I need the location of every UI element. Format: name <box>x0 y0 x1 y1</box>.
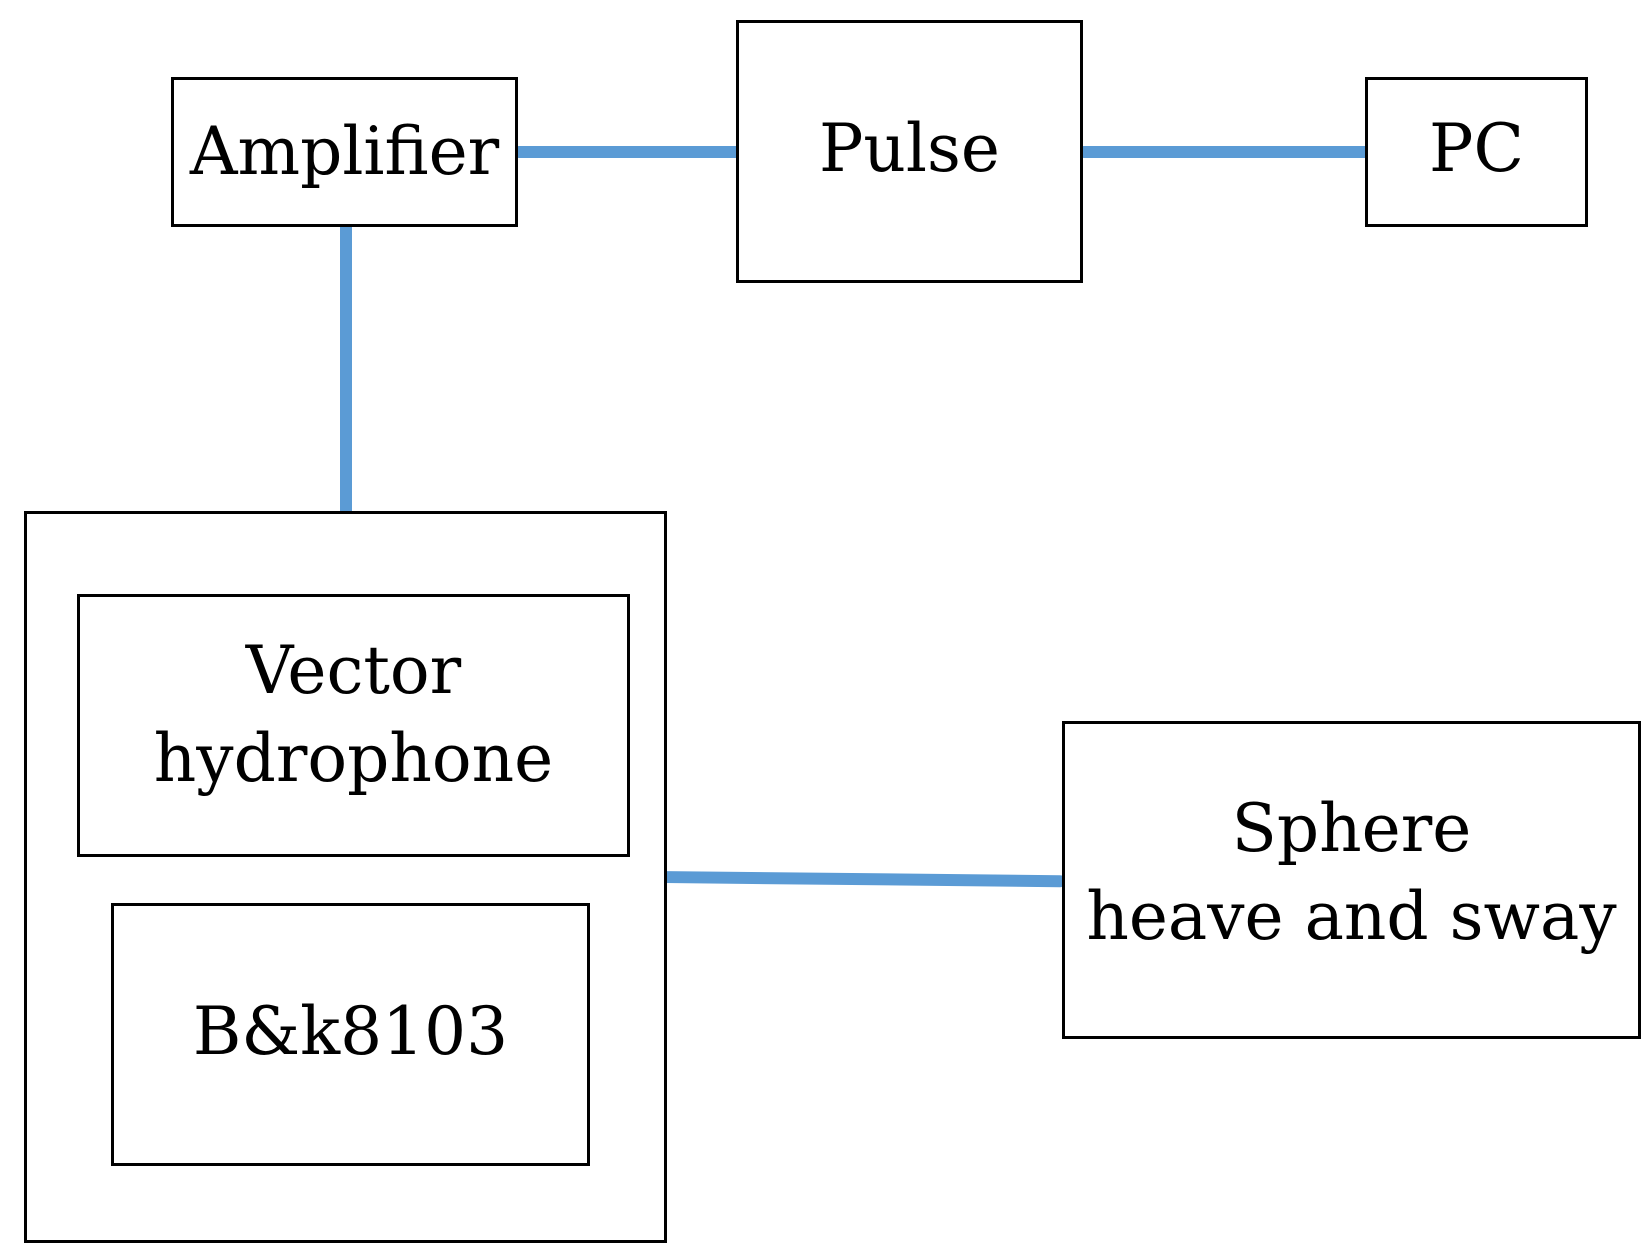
pulse-block: Pulse <box>736 20 1083 283</box>
sphere-block: Sphere heave and sway <box>1062 721 1641 1039</box>
bk8103-label: B&k8103 <box>192 993 509 1070</box>
pc-label: PC <box>1429 110 1524 187</box>
sphere-label-line1: Sphere <box>1231 790 1472 867</box>
pulse-label: Pulse <box>819 110 1000 187</box>
amplifier-label: Amplifier <box>189 113 500 190</box>
connector-amplifier-housing <box>340 220 352 517</box>
amplifier-block: Amplifier <box>171 77 518 227</box>
connector-amplifier-pulse <box>513 146 743 158</box>
connector-pulse-pc <box>1078 146 1371 158</box>
vector-hydrophone-block: Vector hydrophone <box>77 594 630 857</box>
vector-hydrophone-label-line2: hydrophone <box>153 720 554 797</box>
connector-housing-sphere <box>659 871 1067 888</box>
pc-block: PC <box>1365 77 1588 227</box>
vector-hydrophone-label-line1: Vector <box>245 632 462 709</box>
bk8103-block: B&k8103 <box>111 903 590 1166</box>
sphere-label-line2: heave and sway <box>1086 878 1617 955</box>
